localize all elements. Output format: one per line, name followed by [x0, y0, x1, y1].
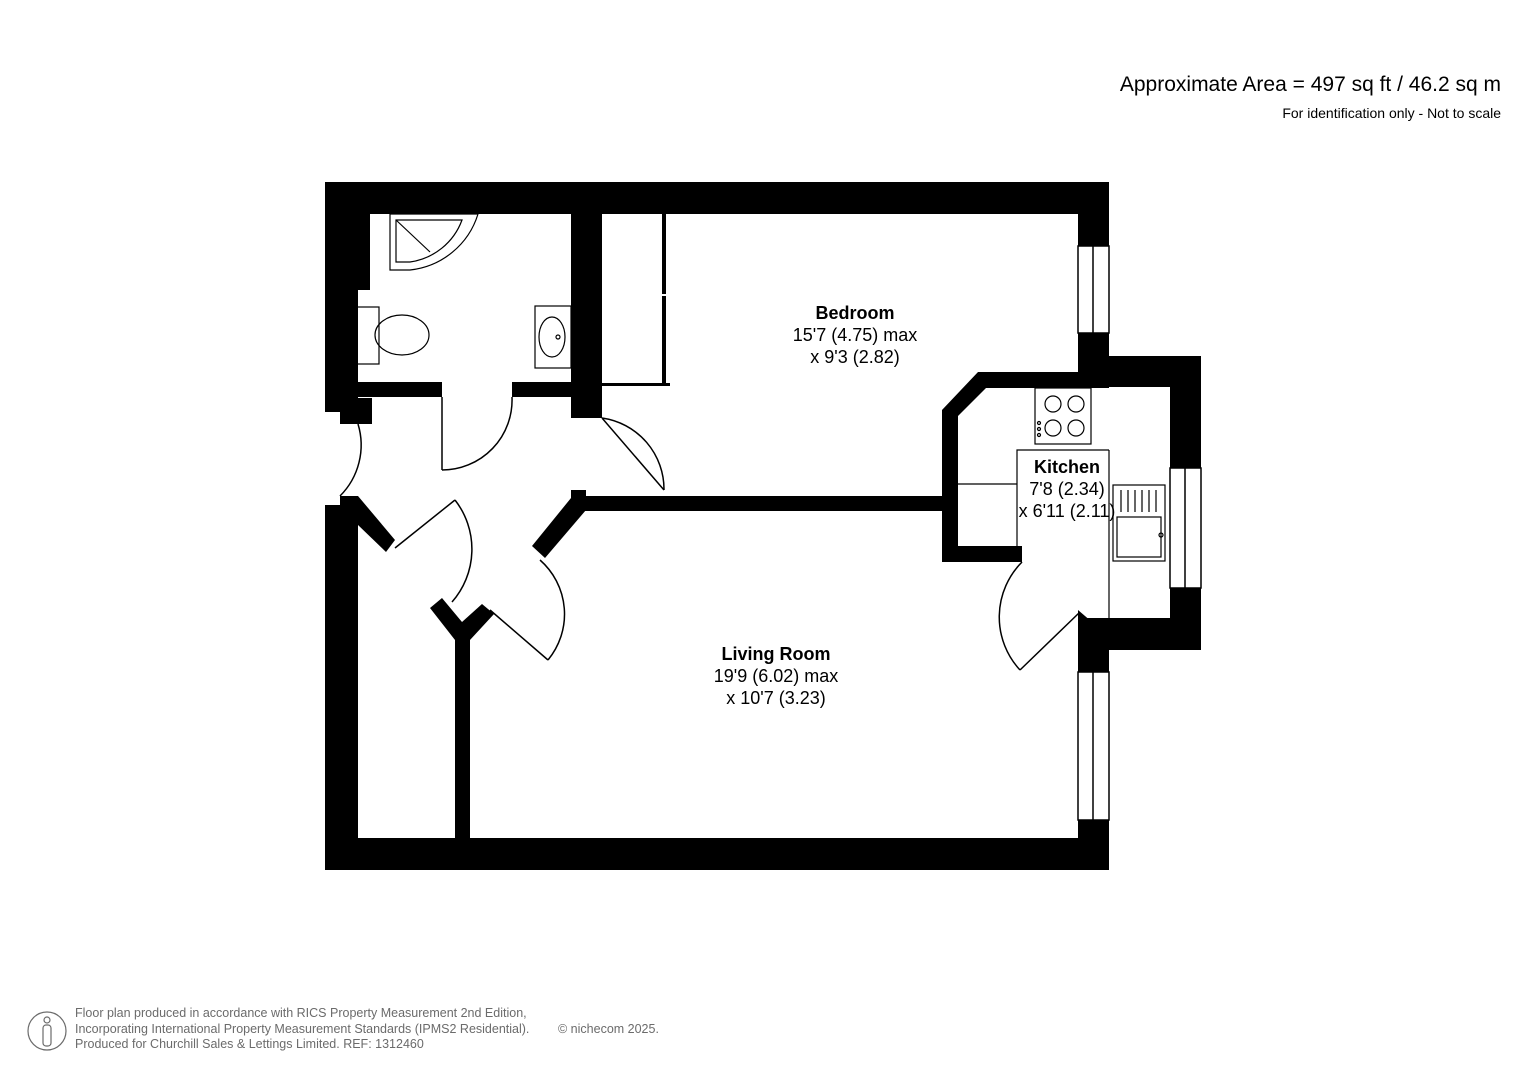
windows: [1077, 245, 1202, 821]
footer-line-3: Produced for Churchill Sales & Lettings …: [75, 1037, 424, 1051]
living-room-dimension-2: x 10'7 (3.23): [726, 688, 826, 708]
kitchen-name: Kitchen: [1034, 457, 1100, 477]
walls: [325, 182, 1201, 870]
doors: [339, 396, 1081, 671]
scale-note: For identification only - Not to scale: [1282, 105, 1501, 121]
living-room-dimension-1: 19'9 (6.02) max: [714, 666, 839, 686]
kitchen-dimension-2: x 6'11 (2.11): [1019, 501, 1116, 521]
footer: Floor plan produced in accordance with R…: [75, 1006, 659, 1053]
person-in-circle-icon: [27, 1011, 67, 1051]
kitchen-dimension-1: 7'8 (2.34): [1029, 479, 1104, 499]
approximate-area: Approximate Area = 497 sq ft / 46.2 sq m: [1119, 73, 1501, 96]
kitchen-label: Kitchen 7'8 (2.34) x 6'11 (2.11): [1019, 457, 1116, 521]
footer-line-1: Floor plan produced in accordance with R…: [75, 1006, 527, 1020]
fixtures: [356, 213, 1166, 618]
copyright: © nichecom 2025.: [558, 1021, 659, 1036]
living-room-label: Living Room 19'9 (6.02) max x 10'7 (3.23…: [714, 644, 839, 708]
bedroom-dimension-1: 15'7 (4.75) max: [793, 325, 918, 345]
bedroom-label: Bedroom 15'7 (4.75) max x 9'3 (2.82): [793, 303, 918, 367]
footer-line-2: Incorporating International Property Mea…: [75, 1021, 530, 1036]
bedroom-name: Bedroom: [815, 303, 894, 323]
bedroom-dimension-2: x 9'3 (2.82): [810, 347, 899, 367]
living-room-name: Living Room: [722, 644, 831, 664]
